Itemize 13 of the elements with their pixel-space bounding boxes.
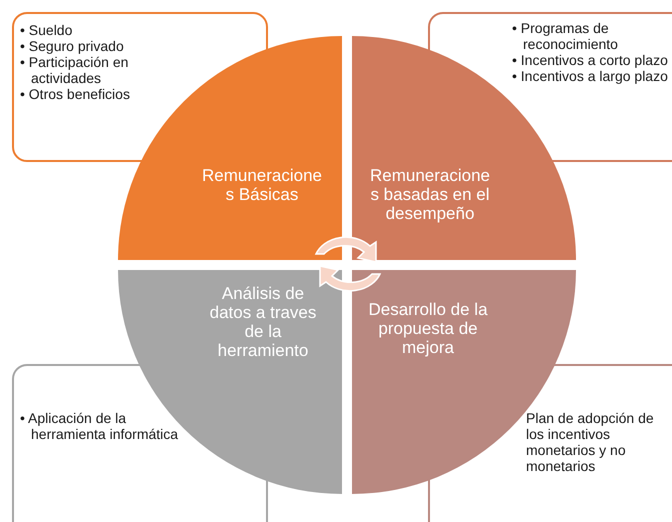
quadrant-label: Remuneraciones basadas en el desempeño: [368, 166, 491, 223]
bullet-item: • Sueldo: [20, 22, 74, 38]
quadrant-label: Desarrollo de la propuesta de mejora: [367, 300, 489, 357]
bullet-item: • Participación en actividades: [20, 54, 130, 86]
quadrant-label: Remuneraciones Básicas: [200, 166, 323, 204]
card-text: Plan de adopción de los incentivos monetarios y no monetarios: [526, 410, 655, 474]
bullet-item: • Seguro privado: [20, 38, 125, 54]
bullet-item: • Programas de reconocimiento: [512, 20, 619, 52]
bullet-item: • Incentivos a largo plazo: [512, 68, 669, 84]
bullet-item: • Aplicación de la herramienta informática: [20, 410, 180, 442]
bullet-item: • Otros beneficios: [20, 86, 131, 102]
bullet-item: • Incentivos a corto plazo: [512, 52, 669, 68]
quadrant-label: Análisis de datos a traves de la herramiento: [208, 284, 318, 360]
